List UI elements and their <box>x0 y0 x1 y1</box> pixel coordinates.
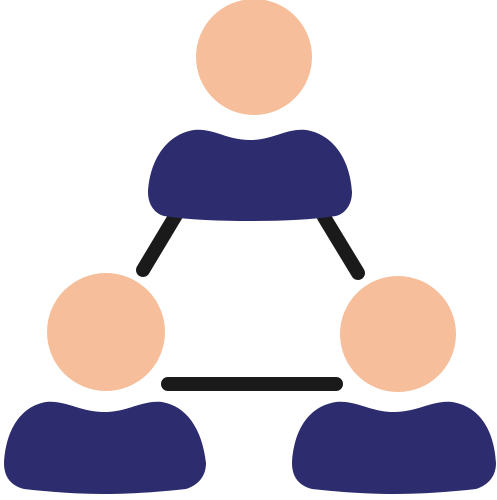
person-right-body <box>292 401 496 494</box>
connector-left <box>136 208 183 277</box>
person-left-head <box>47 273 165 391</box>
person-top-body <box>148 129 352 221</box>
person-right-head <box>340 276 456 392</box>
person-top <box>148 0 352 221</box>
person-left-body <box>4 401 206 494</box>
person-right <box>292 276 496 494</box>
connector-right <box>317 210 365 280</box>
person-left <box>4 273 206 494</box>
person-top-head <box>196 0 312 115</box>
